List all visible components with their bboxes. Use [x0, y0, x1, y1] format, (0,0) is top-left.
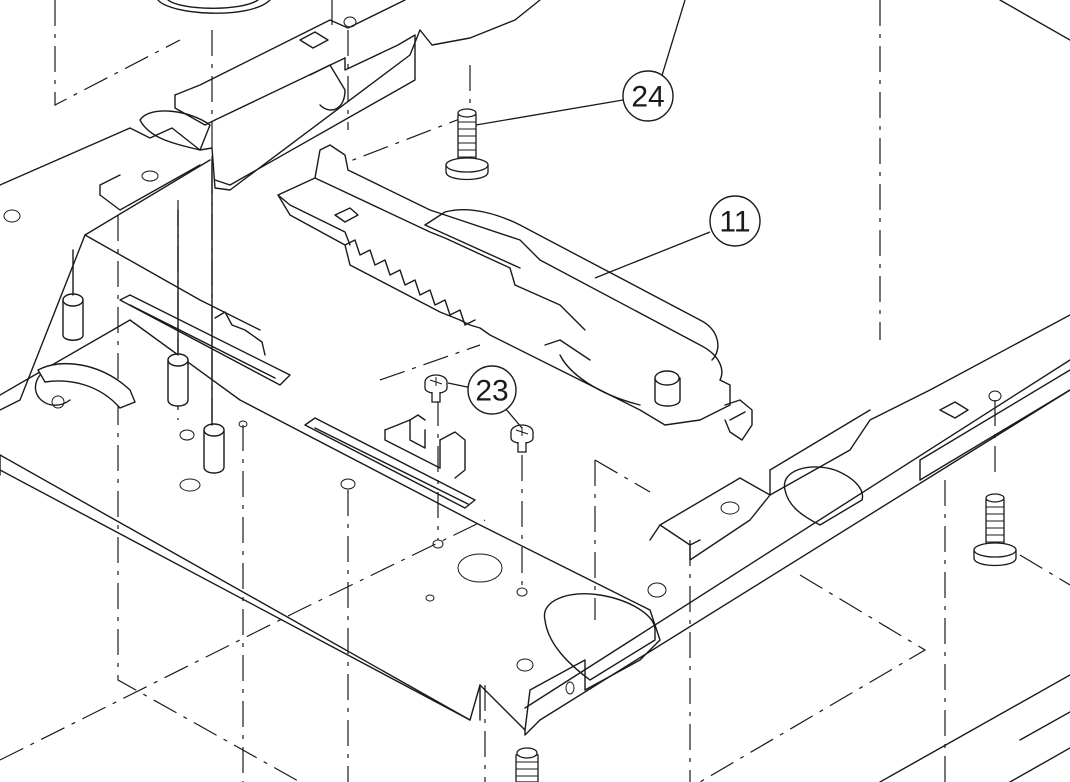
rack-slider-part	[277, 144, 753, 441]
screw-23-right	[510, 424, 534, 453]
arc-clip	[34, 362, 136, 409]
callout-11-label: 11	[719, 206, 750, 239]
callout-24-label: 24	[631, 81, 664, 114]
callout-24: 24	[622, 70, 674, 122]
chassis-plate	[0, 0, 1070, 736]
callout-23: 23	[467, 365, 517, 415]
callout-23-label: 23	[475, 375, 508, 408]
leader-lines	[447, 0, 711, 429]
screw-24-right	[973, 493, 1017, 567]
center-bracket	[384, 414, 466, 479]
screw-23-left	[424, 374, 448, 403]
disc-part-top	[157, 0, 271, 14]
lower-plate-edge	[879, 674, 1070, 782]
callout-11: 11	[709, 195, 761, 247]
guide-posts	[62, 159, 225, 474]
screw-24-top	[445, 108, 489, 181]
plate-slots	[3, 16, 1002, 695]
screw-bottom	[515, 747, 539, 782]
